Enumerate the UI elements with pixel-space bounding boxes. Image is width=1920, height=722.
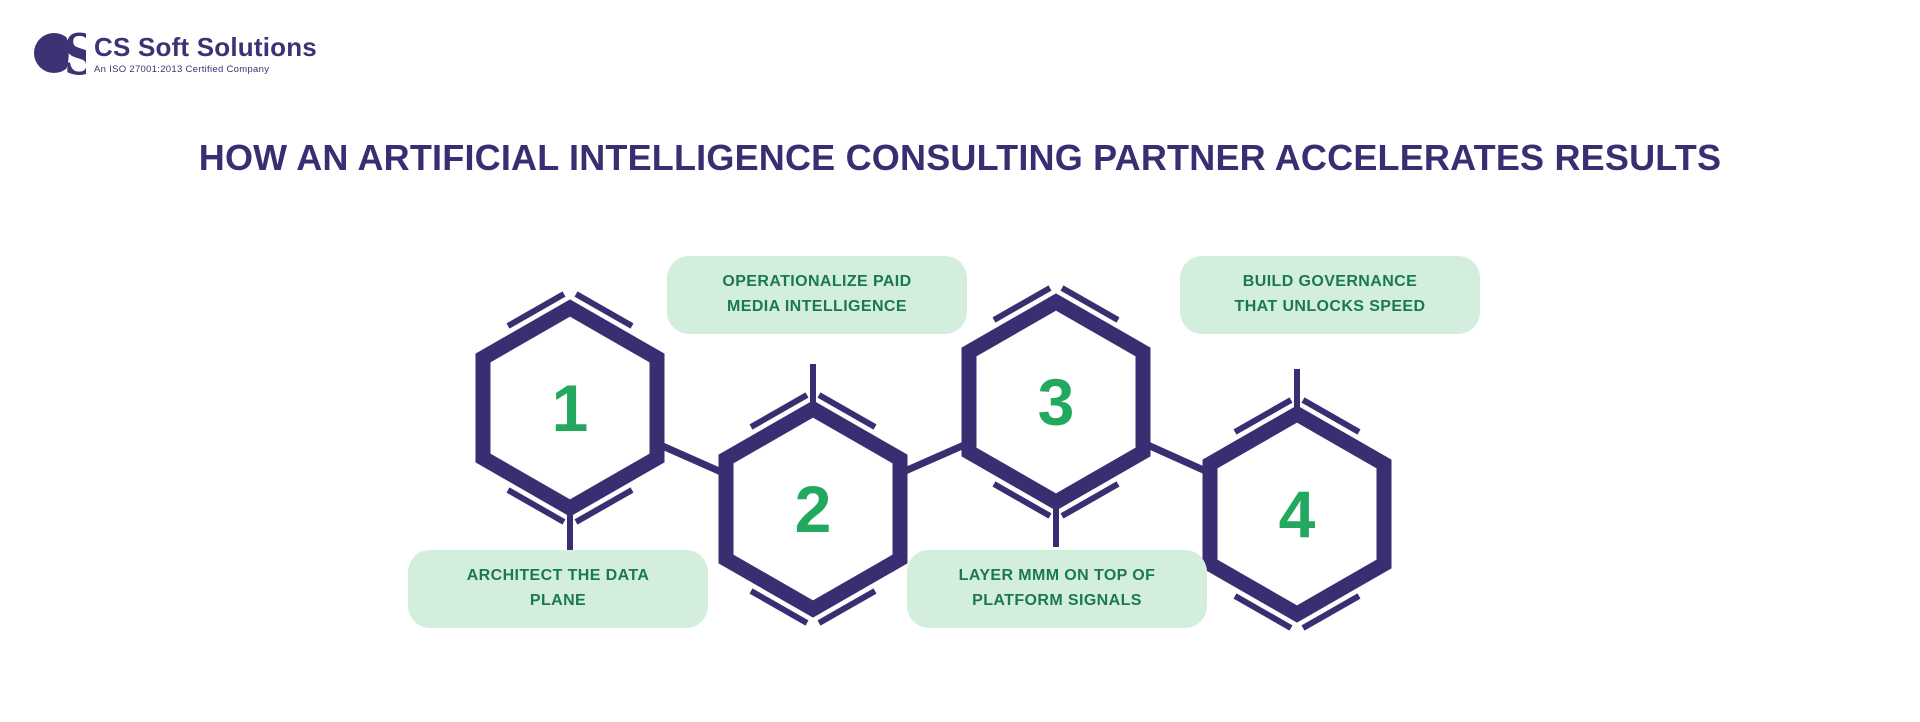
step-label-3-line1: LAYER MMM ON TOP OF: [958, 567, 1156, 585]
company-logo: S CS Soft Solutions An ISO 27001:2013 Ce…: [34, 28, 317, 78]
step-number-1: 1: [551, 371, 589, 445]
company-name: CS Soft Solutions: [94, 32, 317, 62]
hexagon-step-3: 3: [946, 247, 1166, 557]
hexagon-step-4: 4: [1187, 359, 1407, 669]
hexagon-shape-2: [718, 364, 908, 626]
step-label-2-line1: OPERATIONALIZE PAID: [722, 273, 912, 291]
hexagon-step-1: 1: [460, 253, 680, 563]
step-label-4-line1: BUILD GOVERNANCE: [1242, 273, 1418, 291]
hexagon-shape-3: [961, 285, 1151, 547]
step-label-1: ARCHITECT THE DATA PLANE: [408, 550, 708, 628]
step-label-2: OPERATIONALIZE PAID MEDIA INTELLIGENCE: [667, 256, 967, 334]
hexagon-step-2: 2: [703, 354, 923, 664]
company-tagline: An ISO 27001:2013 Certified Company: [94, 64, 270, 75]
step-label-1-line2: PLANE: [529, 592, 587, 609]
step-number-4: 4: [1278, 477, 1316, 551]
hexagon-shape-4: [1202, 369, 1392, 631]
hexagon-shape-1: [475, 291, 665, 553]
step-label-3: LAYER MMM ON TOP OF PLATFORM SIGNALS: [907, 550, 1207, 628]
logo-mark-icon: S: [34, 28, 86, 78]
step-label-3-line2: PLATFORM SIGNALS: [972, 592, 1142, 609]
step-label-2-line2: MEDIA INTELLIGENCE: [727, 298, 907, 315]
logo-text-block: CS Soft Solutions An ISO 27001:2013 Cert…: [94, 28, 317, 75]
step-label-4-line2: THAT UNLOCKS SPEED: [1234, 298, 1426, 315]
svg-text:S: S: [64, 28, 86, 78]
step-label-1-line1: ARCHITECT THE DATA: [466, 567, 650, 585]
step-label-4: BUILD GOVERNANCE THAT UNLOCKS SPEED: [1180, 256, 1480, 334]
page-title: HOW AN ARTIFICIAL INTELLIGENCE CONSULTIN…: [198, 137, 1722, 178]
step-number-2: 2: [794, 472, 832, 546]
step-number-3: 3: [1037, 365, 1075, 439]
